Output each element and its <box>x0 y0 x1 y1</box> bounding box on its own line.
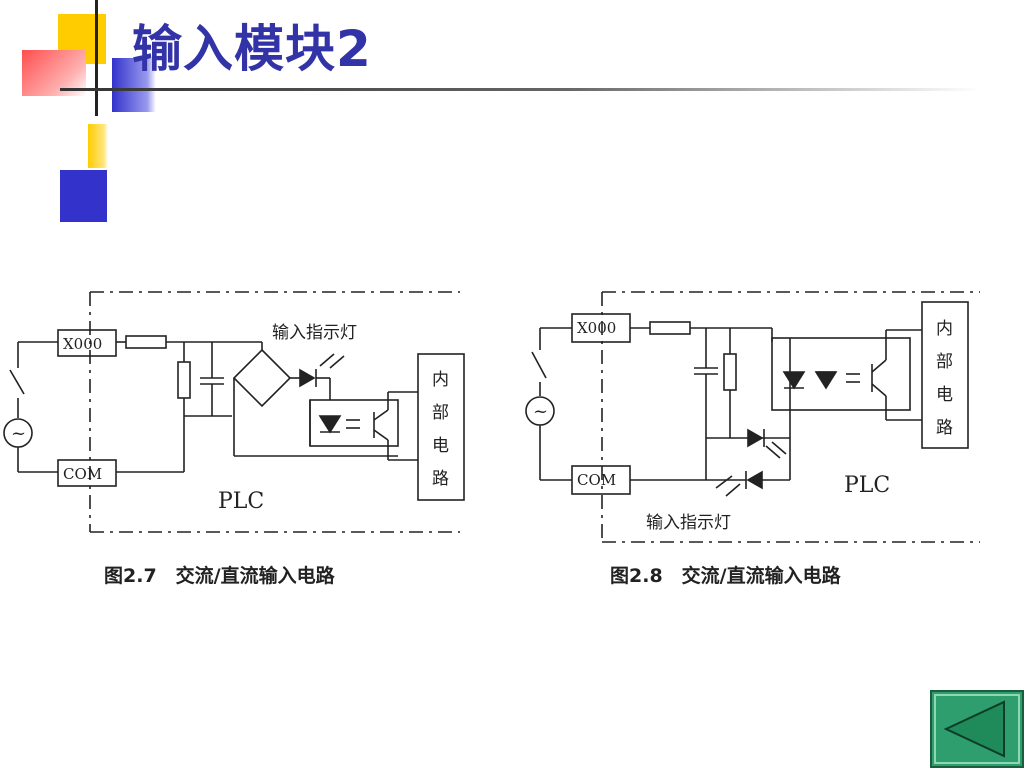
back-button[interactable] <box>930 690 1024 768</box>
terminal-com-label: COM <box>577 471 616 489</box>
ac-source-symbol: ~ <box>533 401 548 422</box>
slide-title: 输入模块2 <box>132 20 372 78</box>
internal-circuit-char-3: 电 <box>432 436 449 456</box>
circuit-diagram-ac-dc-input-a: X000 COM ~ 输入指示灯 PLC 内 部 电 路 图2.7 交流/直流输… <box>3 291 465 587</box>
indicator-label: 输入指示灯 <box>646 513 731 533</box>
deco-yellow-small <box>88 124 108 168</box>
deco-vertical-line <box>95 0 98 116</box>
internal-circuit-char-2: 部 <box>936 352 953 372</box>
back-triangle-icon <box>930 690 1024 768</box>
figure-caption-b: 图2.8 交流/直流输入电路 <box>610 564 842 587</box>
plc-label: PLC <box>218 489 264 514</box>
internal-circuit-char-4: 路 <box>936 418 953 438</box>
deco-blue-bottom <box>60 170 107 222</box>
figure-caption-a: 图2.7 交流/直流输入电路 <box>104 564 336 587</box>
circuit-diagram-ac-dc-input-b: X000 COM ~ 输入指示灯 PLC 内 部 电 路 图2.8 交流/直流输… <box>525 291 980 587</box>
internal-circuit-char-4: 路 <box>432 469 449 489</box>
terminal-com-label: COM <box>63 465 102 483</box>
indicator-label: 输入指示灯 <box>272 323 357 343</box>
deco-blue-square <box>112 58 156 112</box>
internal-circuit-char-2: 部 <box>432 403 449 423</box>
title-rule <box>60 88 980 91</box>
internal-circuit-char-1: 内 <box>432 370 449 390</box>
terminal-x000-label: X000 <box>63 335 102 353</box>
plc-label: PLC <box>844 473 890 498</box>
internal-circuit-char-3: 电 <box>936 385 953 405</box>
internal-circuit-char-1: 内 <box>936 319 953 339</box>
ac-source-symbol: ~ <box>11 423 26 444</box>
terminal-x000-label: X000 <box>577 319 616 337</box>
